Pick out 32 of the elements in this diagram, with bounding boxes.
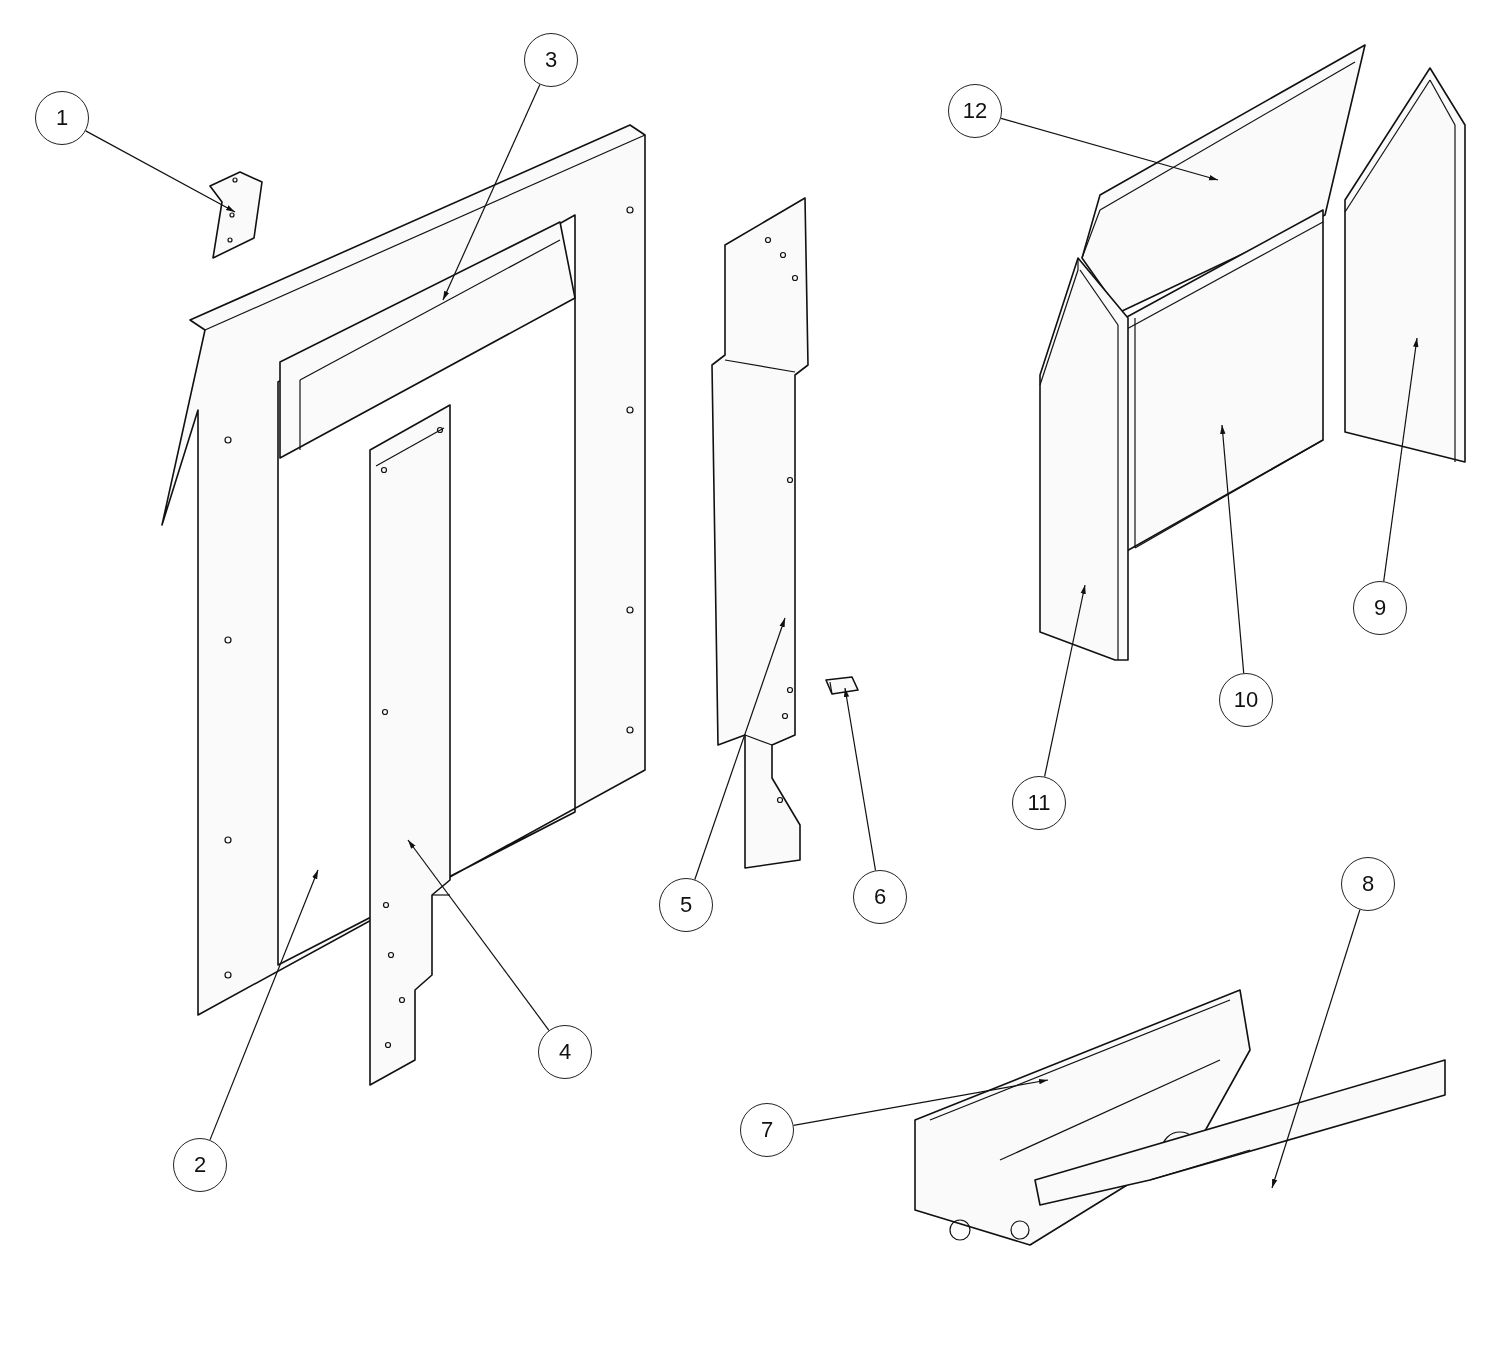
callout-number: 5 [659, 878, 713, 932]
callout-number: 12 [948, 84, 1002, 138]
leader-line [1044, 584, 1086, 778]
side-plate-drawing [369, 404, 451, 1086]
side-plate-drawing [711, 197, 809, 869]
leader-line [1000, 117, 1219, 181]
leader-line [843, 687, 877, 871]
callout-number: 3 [524, 33, 578, 87]
callout-number: 9 [1353, 581, 1407, 635]
leader-line [442, 84, 541, 301]
side-brick-drawing [1344, 67, 1466, 463]
side-brick-drawing [1039, 257, 1129, 661]
spacer-block-drawing [825, 676, 859, 695]
leader-line [694, 617, 786, 881]
leader-line [1220, 424, 1245, 674]
callout-number: 6 [853, 870, 907, 924]
callout-number: 7 [740, 1103, 794, 1157]
leader-line [793, 1078, 1049, 1126]
mounting-strip-drawing [1034, 1059, 1446, 1206]
top-brick-drawing [1081, 44, 1366, 313]
leader-line [407, 839, 550, 1031]
leader-line [85, 130, 236, 213]
callout-number: 1 [35, 91, 89, 145]
callout-number: 8 [1341, 857, 1395, 911]
callout-number: 4 [538, 1025, 592, 1079]
callout-number: 2 [173, 1138, 227, 1192]
leader-line [209, 869, 319, 1141]
leader-line [1271, 909, 1361, 1189]
callout-number: 11 [1012, 776, 1066, 830]
frame-drawing [161, 124, 646, 1016]
callout-number: 10 [1219, 673, 1273, 727]
leader-line [1383, 337, 1419, 582]
